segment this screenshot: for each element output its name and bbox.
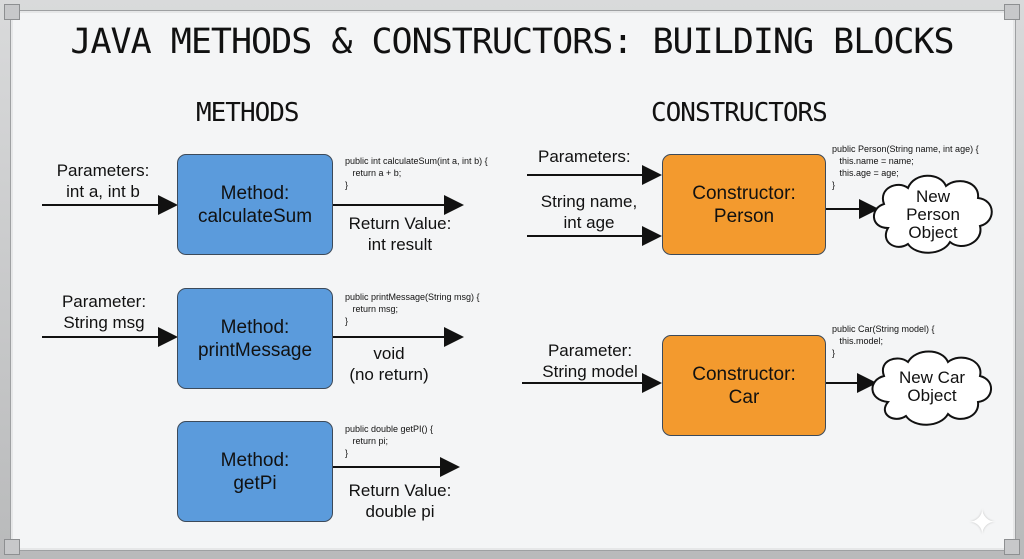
box-line: Constructor: [692, 363, 796, 385]
method-getpi-box: Method:getPi [177, 421, 333, 522]
frame-corner [1004, 4, 1020, 20]
box-line: Method: [220, 182, 290, 204]
label-line: Parameter: [547, 341, 633, 360]
label-line: String name, [540, 192, 638, 211]
printmessage-code-snippet: public printMessage(String msg) { return… [345, 292, 480, 326]
person-parameters-label: Parameters: [538, 147, 631, 166]
frame-corner [1004, 539, 1020, 555]
cloud-line: New [915, 187, 950, 206]
diagram-title: JAVA METHODS & CONSTRUCTORS: BUILDING BL… [70, 22, 954, 62]
getpi-return-label: Return Value: double pi [340, 480, 460, 522]
label-line: String msg [63, 313, 145, 332]
cloud-line: New Car [898, 368, 966, 387]
label-line: String model [542, 362, 638, 381]
person-object-cloud [873, 174, 993, 254]
method-printmessage-box: Method:printMessage [177, 288, 333, 389]
label-line: void [373, 344, 405, 363]
label-line: int a, int b [66, 182, 140, 201]
box-line: getPi [233, 472, 277, 494]
cloud-line: Object [908, 223, 958, 242]
box-line: Constructor: [692, 182, 796, 204]
printmessage-return-label: void (no return) [340, 343, 438, 385]
car-code-snippet: public Car(String model) { this.model; } [832, 324, 935, 358]
frame-corner [4, 4, 20, 20]
box-line: Method: [220, 449, 290, 471]
calculatesum-code-snippet: public int calculateSum(int a, int b) { … [345, 156, 488, 190]
sparkle-icon: ✦ [968, 504, 997, 542]
methods-heading: METHODS [196, 98, 300, 128]
person-object-label: New Person Object [898, 188, 968, 242]
car-parameter-label: Parameter: String model [534, 340, 646, 382]
calculatesum-parameters-label: Parameters: int a, int b [44, 160, 162, 202]
label-line: int age [563, 213, 615, 232]
constructor-person-box: Constructor:Person [662, 154, 826, 255]
label-line: int result [367, 235, 433, 254]
calculatesum-return-label: Return Value: int result [340, 213, 460, 255]
car-object-label: New Car Object [892, 369, 972, 405]
label-line: Parameters: [56, 161, 150, 180]
label-line: Parameter: [61, 292, 147, 311]
cloud-line: Object [907, 386, 957, 405]
cloud-line: Person [906, 205, 960, 224]
box-line: Person [713, 205, 775, 227]
printmessage-parameter-label: Parameter: String msg [46, 291, 162, 333]
constructors-heading: CONSTRUCTORS [651, 98, 828, 128]
label-line: Return Value: [348, 214, 452, 233]
constructor-car-box: Constructor:Car [662, 335, 826, 436]
person-parameter-list-label: String name, int age [530, 191, 648, 233]
car-object-cloud [871, 350, 992, 426]
person-code-snippet: public Person(String name, int age) { th… [832, 144, 979, 190]
label-line: (no return) [349, 365, 429, 384]
label-line: double pi [365, 502, 435, 521]
label-line: Return Value: [348, 481, 452, 500]
box-line: Method: [220, 316, 290, 338]
frame-corner [4, 539, 20, 555]
getpi-code-snippet: public double getPI() { return pi; } [345, 424, 434, 458]
box-line: printMessage [197, 339, 313, 361]
box-line: calculateSum [197, 205, 313, 227]
method-calculatesum-box: Method:calculateSum [177, 154, 333, 255]
box-line: Car [728, 386, 760, 408]
